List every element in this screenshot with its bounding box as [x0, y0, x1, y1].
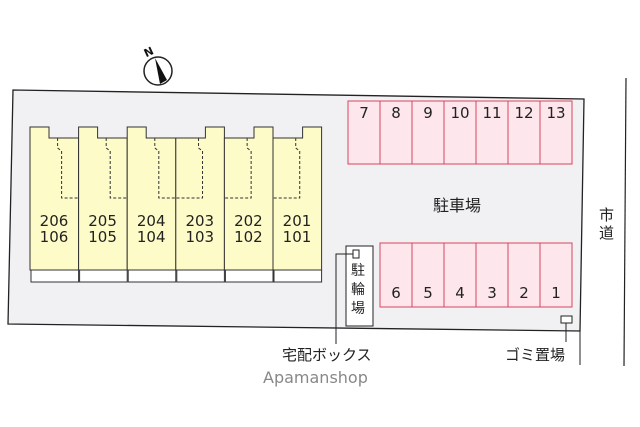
delivery-box-icon — [352, 249, 360, 259]
apartment-building — [29, 126, 323, 283]
parking-number: 4 — [455, 284, 465, 302]
unit-102 — [223, 126, 274, 271]
parking-space-2 — [507, 242, 541, 308]
balcony — [273, 269, 323, 283]
parking-space-1 — [539, 242, 573, 308]
parking-number: 13 — [546, 104, 566, 122]
parking-number: 5 — [423, 284, 433, 302]
parking-number: 12 — [514, 104, 534, 122]
trash-area-label: ゴミ置場 — [505, 346, 566, 364]
parking-space-12 — [507, 100, 541, 165]
parking-space-4 — [443, 242, 477, 308]
unit-lower: 105 — [88, 228, 117, 246]
unit-upper: 205 — [88, 212, 117, 230]
parking-space-13 — [539, 100, 573, 165]
unit-upper: 201 — [282, 212, 312, 230]
balcony — [127, 269, 177, 283]
balcony — [176, 269, 225, 283]
balcony — [79, 269, 128, 283]
stair-outline — [105, 138, 128, 199]
unit-upper: 206 — [39, 212, 69, 230]
parking-number: 3 — [487, 284, 497, 302]
parking-number: 7 — [359, 104, 369, 122]
parking-number: 1 — [551, 284, 561, 302]
parking-number: 2 — [519, 284, 529, 302]
parking-space-10 — [443, 100, 477, 165]
parking-number: 10 — [450, 104, 470, 122]
parking-label: 駐車場 — [433, 196, 482, 215]
unit-lower: 104 — [136, 228, 166, 246]
parking-space-5 — [411, 242, 445, 308]
unit-101 — [272, 126, 323, 271]
unit-upper: 203 — [185, 212, 215, 230]
road-label: 市道 — [599, 206, 615, 242]
trash-area-icon — [560, 315, 573, 324]
unit-lower: 103 — [185, 228, 215, 246]
balcony — [30, 269, 80, 283]
road-edge — [623, 77, 627, 367]
unit-upper: 204 — [136, 212, 166, 230]
bicycle-parking-label: 駐輪場 — [351, 263, 365, 317]
parking-number: 11 — [482, 104, 502, 122]
stair-outline — [175, 138, 204, 199]
unit-lower: 102 — [234, 228, 263, 246]
parking-number: 8 — [391, 104, 401, 122]
unit-lower: 106 — [39, 228, 69, 246]
parking-space-9 — [411, 100, 445, 165]
watermark: Apamanshop — [263, 368, 368, 387]
parking-spaces — [347, 100, 573, 308]
parking-number: 9 — [423, 104, 433, 122]
parking-space-7 — [347, 100, 381, 165]
unit-upper: 202 — [234, 212, 263, 230]
balcony — [224, 269, 274, 283]
stair-outline — [154, 138, 176, 199]
stair-outline — [224, 138, 252, 199]
unit-lower: 101 — [282, 228, 312, 246]
delivery-box-label: 宅配ボックス — [282, 346, 372, 364]
compass-icon: N — [142, 44, 173, 86]
bicycle-parking — [345, 245, 374, 327]
unit-103 — [175, 126, 225, 271]
parking-number: 6 — [391, 284, 401, 302]
parking-space-3 — [475, 242, 509, 308]
stair-outline — [57, 138, 79, 199]
stair-outline — [273, 138, 301, 199]
